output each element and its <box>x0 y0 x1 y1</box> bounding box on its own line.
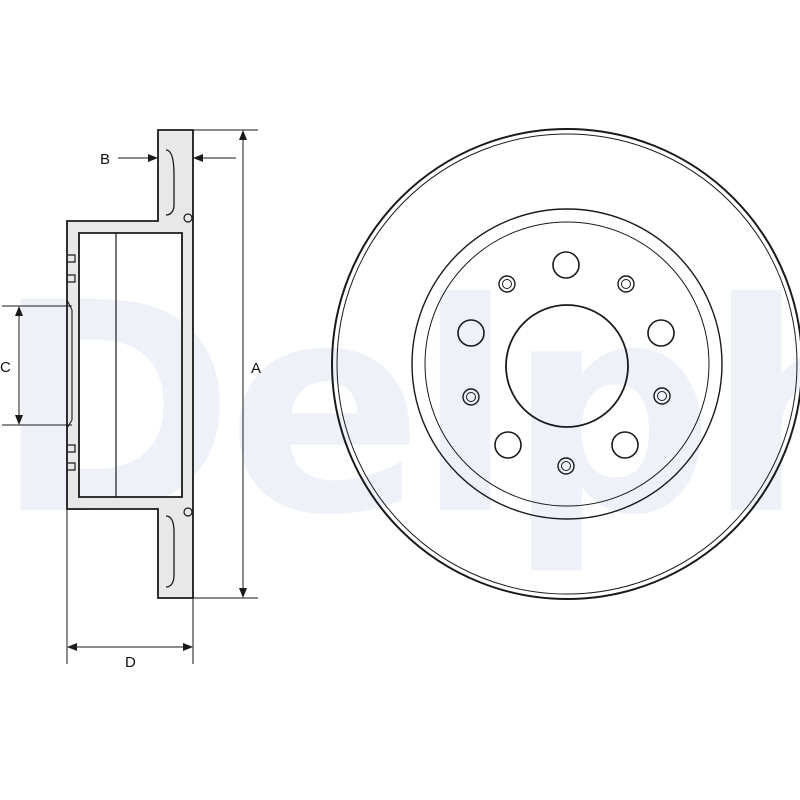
dimension-c: C <box>0 305 72 426</box>
vent-slot-bottom <box>165 515 175 588</box>
fixing-hole-2 <box>617 275 635 293</box>
bolt-hole-1 <box>552 251 580 279</box>
fixing-hole-4 <box>557 457 575 475</box>
notch-1 <box>67 254 76 263</box>
dimension-a: A <box>193 129 261 599</box>
fixing-hole-1 <box>498 275 516 293</box>
centre-step-top <box>66 299 73 311</box>
dim-b-arrow-right <box>193 154 203 162</box>
dim-d-arrow-right <box>183 643 193 651</box>
dimension-d: D <box>66 509 194 671</box>
bolt-hole-3 <box>611 431 639 459</box>
disc-front-view <box>331 128 800 600</box>
dim-a-arrow-top <box>239 130 247 140</box>
outer-rim-inner <box>336 133 798 595</box>
dim-d-label: D <box>125 654 136 671</box>
disc-side-section <box>66 129 194 599</box>
bolt-hole-4 <box>494 431 522 459</box>
dim-b-arrow-left <box>148 154 158 162</box>
dim-a-label: A <box>251 360 261 377</box>
dim-d-arrow-left <box>67 643 77 651</box>
dim-a-arrow-bottom <box>239 588 247 598</box>
outer-rim <box>331 128 800 600</box>
bolt-hole-2 <box>647 319 675 347</box>
vent-hole-top <box>183 213 193 223</box>
hat-edge-outer <box>411 208 723 520</box>
dim-b-label: B <box>100 151 110 168</box>
centre-bore <box>505 304 629 428</box>
centre-step-bottom <box>66 419 73 429</box>
vent-slot-top <box>165 149 175 216</box>
notch-4 <box>67 462 76 471</box>
dimension-b: B <box>100 151 236 168</box>
dim-c-label: C <box>0 359 11 376</box>
vent-hole-bottom <box>183 507 193 517</box>
notch-2 <box>67 274 76 283</box>
hat-section <box>66 129 194 599</box>
fixing-hole-3 <box>653 387 671 405</box>
dim-c-arrow-top <box>15 306 23 316</box>
fixing-hole-5 <box>462 388 480 406</box>
notch-3 <box>67 444 76 453</box>
dim-c-arrow-bottom <box>15 415 23 425</box>
hat-edge-inner <box>424 221 710 507</box>
bolt-hole-5 <box>457 319 485 347</box>
